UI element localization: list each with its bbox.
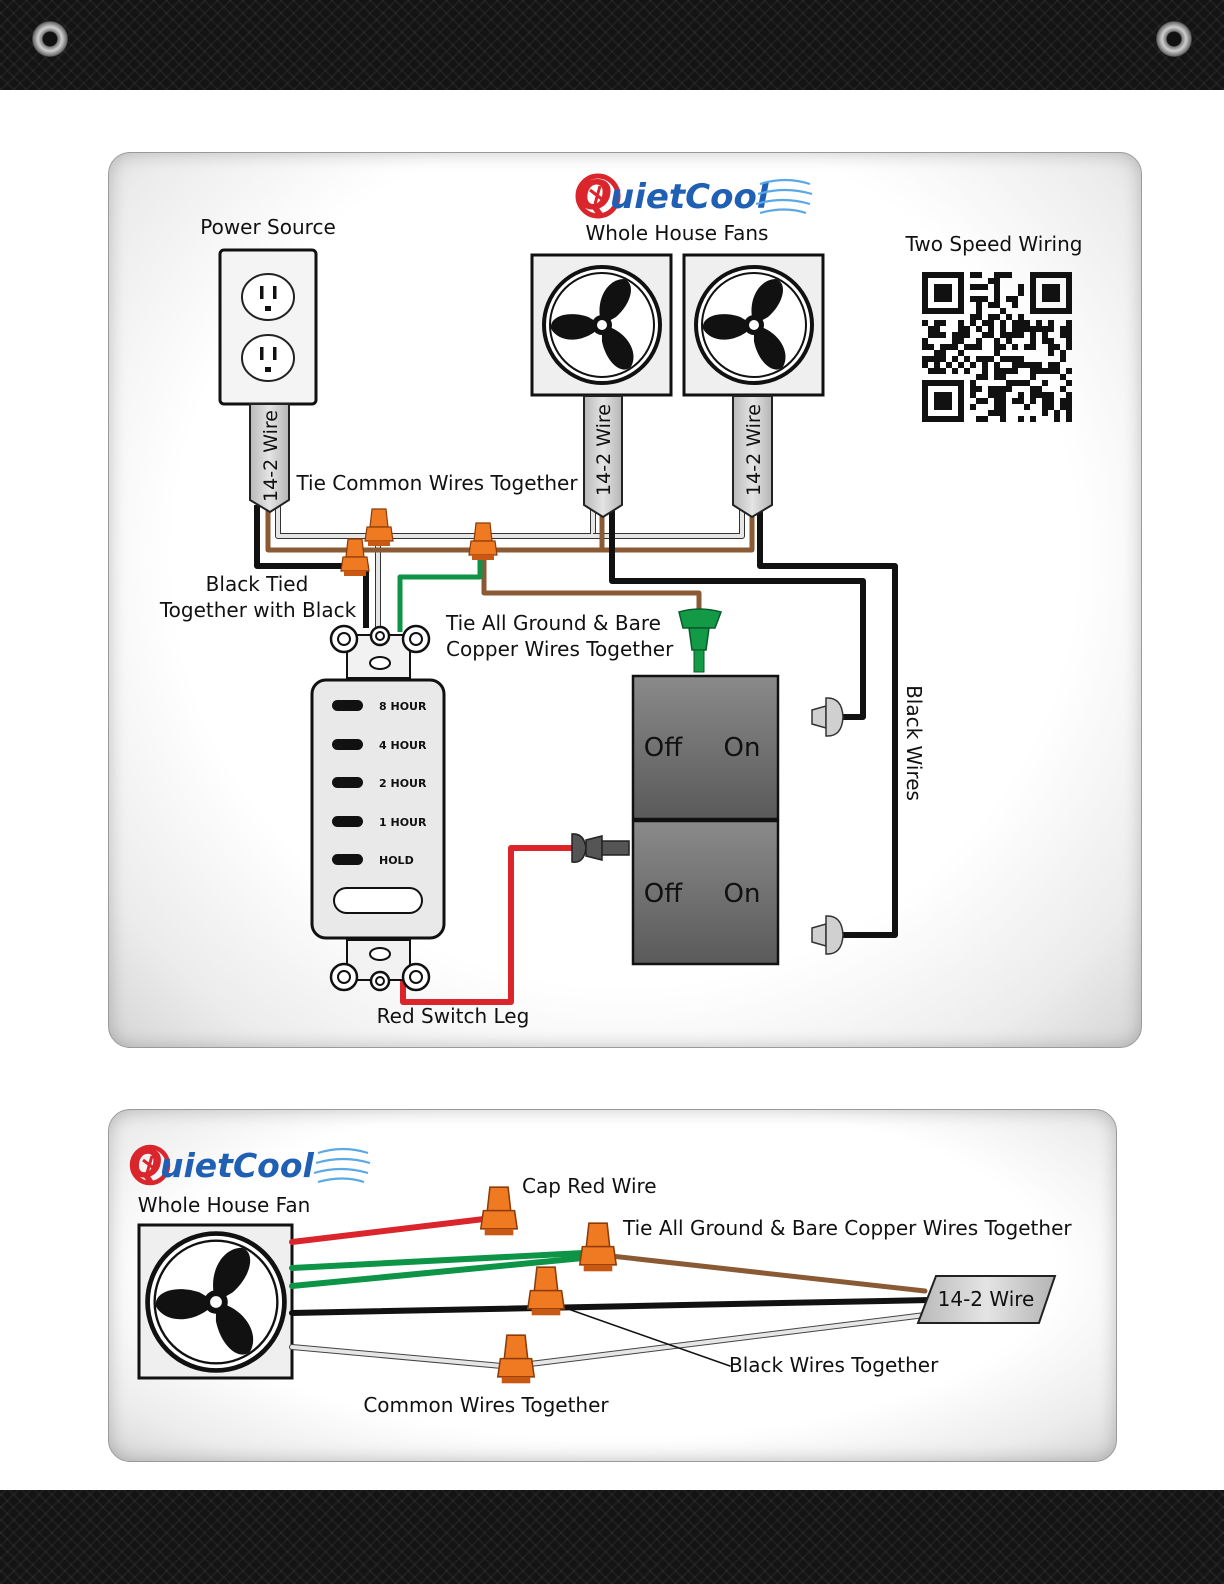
quietcool-logo: Q uietCool — [575, 173, 813, 219]
wire-tag-label: 14-2 Wire — [938, 1287, 1035, 1311]
switch-on-label: On — [724, 733, 761, 763]
main-wires — [254, 505, 898, 1005]
fan-unit-1 — [530, 253, 673, 397]
wire-tag-label: 14-2 Wire — [593, 404, 615, 496]
black-tied-label-line2: Together with Black — [159, 598, 357, 622]
fan1-wire-tag: 14-2 Wire — [583, 395, 623, 519]
bottom-ground-label: Tie All Ground & Bare Copper Wires Toget… — [622, 1216, 1072, 1240]
wire-tag-label: 14-2 Wire — [743, 404, 765, 496]
timer-button-hold — [332, 854, 363, 865]
ground-wire-nut-icon — [678, 608, 722, 673]
quietcool-logo-small: Q uietCool — [129, 1142, 371, 1186]
switch-terminal-icon — [571, 833, 630, 863]
screw-icon — [32, 21, 68, 57]
switch-terminal-icon — [811, 697, 844, 737]
wire-tag-label: 14-2 Wire — [260, 410, 282, 502]
qr-code-icon — [922, 272, 1072, 422]
black-together-label: Black Wires Together — [729, 1353, 939, 1377]
bottom-carbon-band — [0, 1490, 1224, 1584]
logo-text: uietCool — [610, 177, 770, 217]
timer-option-label: 4 HOUR — [379, 739, 427, 752]
fan-unit-2 — [682, 253, 825, 397]
single-fan-unit — [137, 1223, 294, 1380]
wire-nut-icon — [468, 522, 498, 561]
wire-nut-icon — [480, 1186, 518, 1237]
timer-cancel-bar — [333, 887, 423, 914]
fan2-wire-tag: 14-2 Wire — [732, 395, 773, 519]
fan-icon — [694, 265, 814, 385]
two-speed-switch: Off On Off On — [631, 674, 780, 966]
outlet-wire-tag: 14-2 Wire — [249, 403, 290, 514]
wire-nut-icon — [579, 1222, 617, 1273]
timer-button-4hour — [332, 739, 363, 750]
cap-red-label: Cap Red Wire — [522, 1174, 657, 1198]
logo-text: uietCool — [160, 1146, 315, 1185]
timer-option-label: 1 HOUR — [379, 816, 427, 829]
black-tied-label-line1: Black Tied — [206, 572, 309, 596]
switch-off-label: Off — [644, 879, 683, 909]
timer-switch: 8 HOUR 4 HOUR 2 HOUR 1 HOUR HOLD — [310, 624, 446, 992]
switch-off-label: Off — [644, 733, 683, 763]
single-fan-label: Whole House Fan — [138, 1193, 311, 1217]
common-together-label: Common Wires Together — [363, 1393, 609, 1417]
wire-nut-icon — [497, 1334, 535, 1385]
fan-icon — [148, 1234, 285, 1371]
wire-nut-icon — [527, 1266, 565, 1317]
timer-button-2hour — [332, 777, 363, 788]
switch-on-label: On — [724, 879, 761, 909]
screw-icon — [1156, 21, 1192, 57]
timer-option-label: 2 HOUR — [379, 777, 427, 790]
top-carbon-band — [0, 0, 1224, 90]
bottom-wire-tag: 14-2 Wire — [916, 1275, 1057, 1324]
fan-icon — [542, 265, 662, 385]
wire-nut-icon — [340, 538, 370, 577]
red-switch-leg-label: Red Switch Leg — [377, 1004, 530, 1028]
logo-q: Q — [130, 1142, 162, 1186]
timer-button-8hour — [332, 700, 363, 711]
ground-label-line2: Copper Wires Together — [446, 637, 674, 661]
tie-common-label: Tie Common Wires Together — [295, 471, 578, 495]
bottom-wires — [289, 1216, 933, 1369]
power-outlet-icon — [218, 248, 318, 406]
logo-q: Q — [578, 173, 612, 219]
switch-terminal-icon — [811, 915, 844, 955]
timer-button-1hour — [332, 816, 363, 827]
timer-option-label: 8 HOUR — [379, 700, 427, 713]
fans-label: Whole House Fans — [586, 221, 769, 245]
wire-nut-icon — [364, 508, 394, 547]
ground-label-line1: Tie All Ground & Bare — [445, 611, 661, 635]
black-wires-label: Black Wires — [902, 685, 926, 801]
power-source-label: Power Source — [200, 215, 336, 239]
timer-option-label: HOLD — [379, 854, 414, 867]
qr-label: Two Speed Wiring — [905, 232, 1083, 256]
